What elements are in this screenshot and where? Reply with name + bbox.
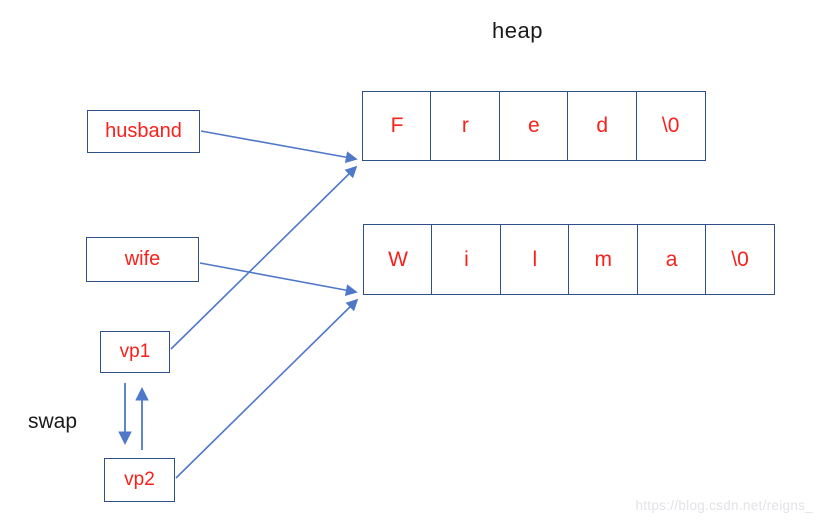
- heap-cell: e: [498, 91, 569, 161]
- heap-cell: m: [568, 224, 639, 295]
- heap-cell: \0: [705, 224, 776, 295]
- pointer-box-vp1: vp1: [100, 331, 170, 373]
- arrow-husband-to-fred: [200, 130, 358, 164]
- heap-cell: F: [362, 91, 432, 161]
- swap-label: swap: [28, 410, 78, 433]
- pointer-box-vp2: vp2: [104, 458, 175, 502]
- pointer-label-vp2: vp2: [124, 469, 155, 490]
- pointer-label-husband: husband: [105, 120, 182, 142]
- arrow-wife-to-wilma: [199, 262, 358, 297]
- pointer-label-wife: wife: [124, 248, 161, 270]
- heap-array-wilma: W i l m a \0: [363, 224, 776, 295]
- heap-cell: a: [636, 224, 707, 295]
- heap-cell: \0: [635, 91, 706, 161]
- heap-title: heap: [492, 18, 543, 43]
- heap-array-fred: F r e d \0: [362, 91, 706, 161]
- watermark-url: https://blog.csdn.net/reigns_: [635, 498, 813, 513]
- heap-cell: r: [430, 91, 501, 161]
- heap-cell: W: [363, 224, 433, 295]
- heap-cell: l: [499, 224, 570, 295]
- heap-cell: i: [431, 224, 502, 295]
- pointer-label-vp1: vp1: [119, 341, 151, 362]
- pointer-box-husband: husband: [87, 110, 200, 153]
- pointer-box-wife: wife: [86, 237, 199, 282]
- heap-cell: d: [567, 91, 638, 161]
- arrow-vp2-to-wilma: [175, 298, 359, 479]
